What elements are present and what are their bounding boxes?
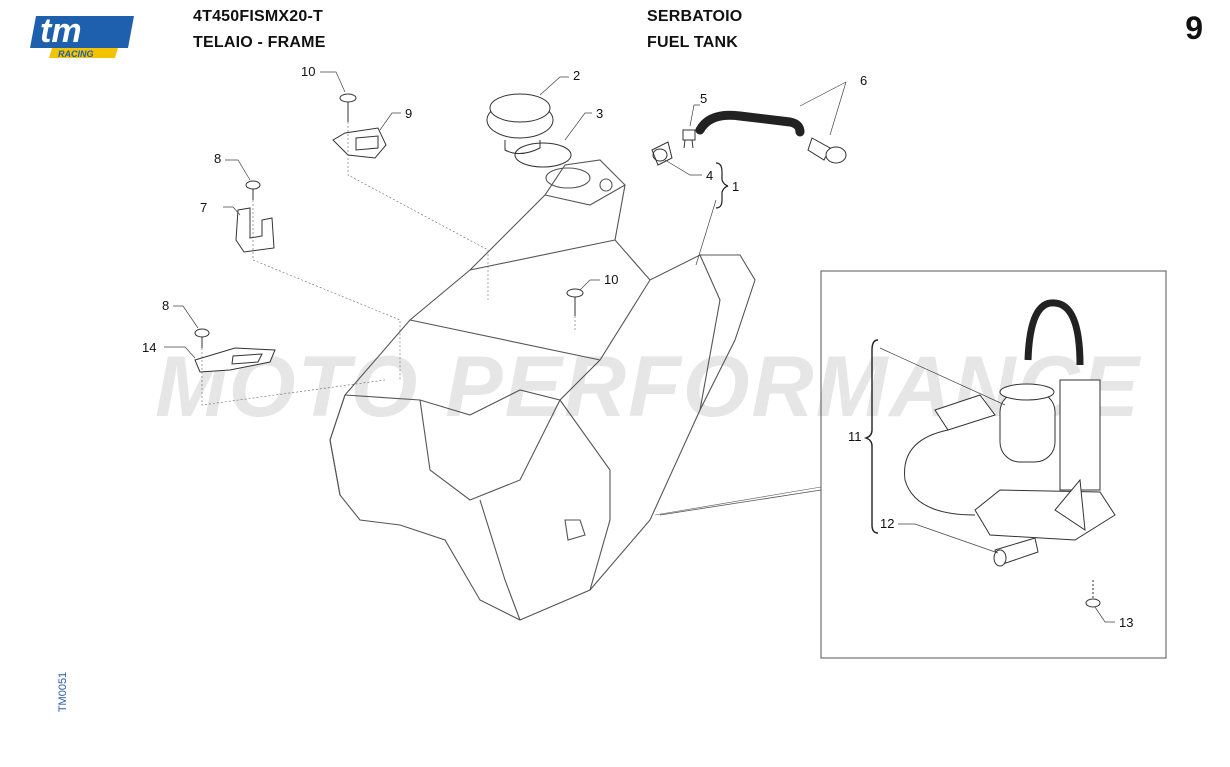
callout-label: 7 xyxy=(200,200,207,215)
callout-label: 6 xyxy=(860,73,867,88)
brace-11-12 xyxy=(863,339,879,534)
fuel-tank xyxy=(329,159,756,621)
callout-label: 10 xyxy=(604,272,618,287)
breather-fitting-icon xyxy=(651,141,673,166)
lower-bracket-icon xyxy=(194,347,276,373)
tm-racing-logo: tm RACING xyxy=(30,8,140,60)
bracket-icon xyxy=(235,207,275,253)
inset-frame xyxy=(820,270,1167,659)
callout-label: 8 xyxy=(162,298,169,313)
callout-label: 2 xyxy=(573,68,580,83)
callout-label: 4 xyxy=(706,168,713,183)
callout-label: 5 xyxy=(700,91,707,106)
section-title-it: SERBATOIO xyxy=(647,8,743,25)
callout-label: 14 xyxy=(142,340,156,355)
page-number: 9 xyxy=(1185,10,1203,46)
callout-label: 8 xyxy=(214,151,221,166)
breather-hose-icon xyxy=(695,110,805,137)
callout-label: 3 xyxy=(596,106,603,121)
assembly-lines xyxy=(201,122,576,406)
callout-labels: 1 2 3 4 5 6 7 8 8 9 10 10 11 12 13 14 xyxy=(142,64,1133,630)
callout-label: 11 xyxy=(848,429,862,444)
logo-brand: tm xyxy=(40,12,82,50)
leader-lines xyxy=(164,71,1115,623)
bolt-icon xyxy=(566,288,584,316)
group-title: TELAIO - FRAME xyxy=(193,34,326,51)
bolt-icon xyxy=(339,93,357,122)
hose-clip-icon xyxy=(682,129,696,149)
callout-label: 13 xyxy=(1119,615,1133,630)
section-title-en: FUEL TANK xyxy=(647,34,738,51)
screw-icon xyxy=(194,328,210,348)
callout-label: 1 xyxy=(732,179,739,194)
logo-tagline: RACING xyxy=(58,49,94,59)
o-ring-icon xyxy=(514,142,572,168)
model-code: 4T450FISMX20-T xyxy=(193,8,323,25)
screw-icon xyxy=(245,180,261,200)
callout-label: 10 xyxy=(301,64,315,79)
check-valve-icon xyxy=(807,137,847,164)
fuel-pump-icon xyxy=(904,299,1116,567)
brace-1-4 xyxy=(715,162,729,209)
filler-cap-icon xyxy=(486,93,554,154)
callout-label: 12 xyxy=(880,516,894,531)
pump-screw-icon xyxy=(1085,580,1101,608)
callout-label: 9 xyxy=(405,106,412,121)
clamp-plate-icon xyxy=(332,127,387,159)
